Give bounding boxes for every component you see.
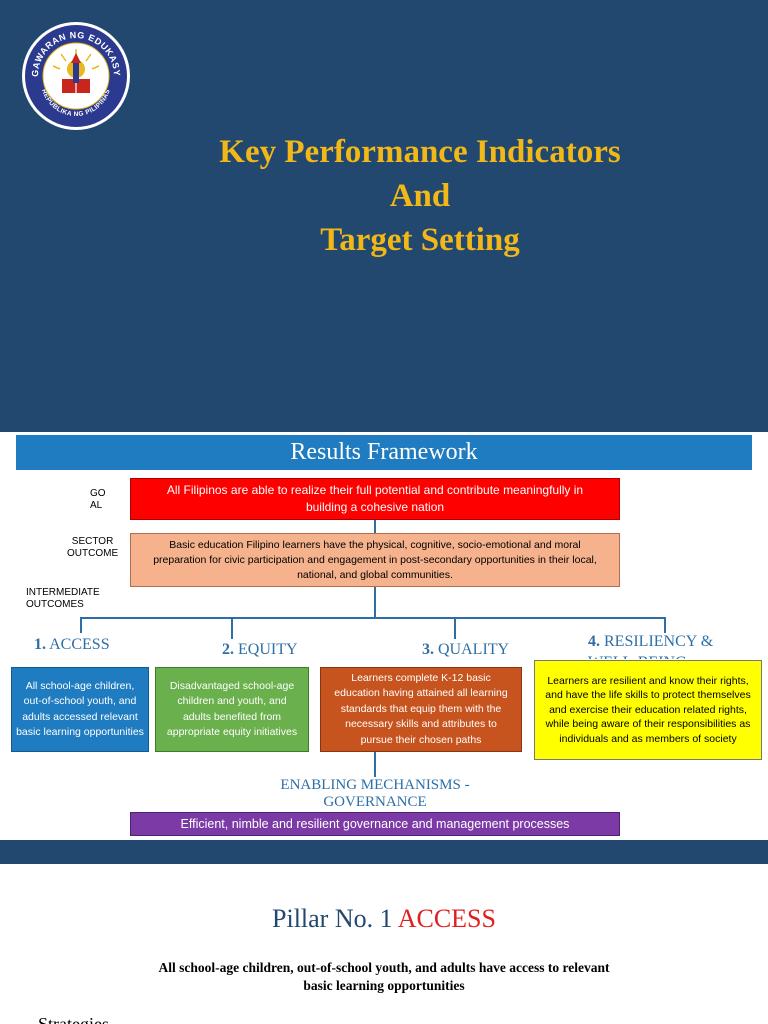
connector-line: [374, 520, 376, 533]
pillar-name: RESILIENCY & WELL-BEING: [588, 633, 714, 659]
pillar-heading-equity: 2. EQUITY: [222, 641, 298, 659]
pillar-heading-resiliency: 4. RESILIENCY & WELL-BEING: [588, 631, 738, 659]
sector-label-text: SECTOR OUTCOME: [67, 536, 119, 559]
connector-line: [374, 587, 376, 618]
pillar-number: 1.: [34, 636, 46, 653]
pillar-box-quality: Learners complete K-12 basic education h…: [320, 667, 522, 752]
intermediate-label-text: INTERMEDIATE OUTCOMES: [26, 587, 100, 610]
connector-line: [231, 617, 233, 639]
pillar-heading-access: 1. ACCESS: [34, 636, 110, 654]
pillar-title-highlight: ACCESS: [397, 904, 496, 933]
slide-divider: [0, 840, 768, 864]
intermediate-outcomes-label: INTERMEDIATE OUTCOMES: [26, 587, 100, 611]
sector-outcome-box: Basic education Filipino learners have t…: [130, 533, 620, 587]
pillar-title-prefix: Pillar No. 1: [272, 904, 393, 933]
pillar-number: 3.: [422, 641, 434, 658]
goal-box: All Filipinos are able to realize their …: [130, 478, 620, 520]
presentation-title: Key Performance Indicators And Target Se…: [150, 130, 690, 262]
sector-outcome-label: SECTOR OUTCOME: [67, 536, 118, 560]
pillar-name: ACCESS: [49, 636, 110, 653]
title-line: Key Performance Indicators: [219, 134, 621, 170]
pillar-title: Pillar No. 1 ACCESS: [0, 904, 768, 934]
title-line: And: [389, 178, 451, 214]
connector-line: [664, 617, 666, 633]
governance-box: Efficient, nimble and resilient governan…: [130, 812, 620, 836]
goal-label-text: GO AL: [90, 488, 106, 511]
pillar-name: QUALITY: [438, 641, 510, 658]
pillar-number: 4.: [588, 633, 600, 650]
pillar-box-access: All school-age children, out-of-school y…: [11, 667, 149, 752]
connector-line: [80, 617, 82, 633]
title-slide: KAGAWARAN NG EDUKASYON REPUBLIKA NG PILI…: [0, 0, 768, 432]
pillar-number: 2.: [222, 641, 234, 658]
connector-line: [374, 752, 376, 777]
pillar-access-slide: Pillar No. 1 ACCESS All school-age child…: [0, 864, 768, 1024]
title-line: Target Setting: [320, 222, 520, 258]
pillar-box-equity: Disadvantaged school-age children and yo…: [155, 667, 309, 752]
pillar-box-resiliency: Learners are resilient and know their ri…: [534, 660, 762, 760]
strategies-heading: Strategies: [38, 1014, 109, 1024]
results-framework-banner: Results Framework: [16, 435, 752, 470]
deped-seal-logo: KAGAWARAN NG EDUKASYON REPUBLIKA NG PILI…: [21, 21, 130, 130]
results-framework-slide: Results Framework GO AL SECTOR OUTCOME I…: [0, 432, 768, 840]
goal-label: GO AL: [90, 488, 106, 512]
enabling-mechanisms-title: ENABLING MECHANISMS - GOVERNANCE: [280, 777, 470, 810]
pillar-description: All school-age children, out-of-school y…: [158, 960, 610, 993]
pillar-name: EQUITY: [238, 641, 298, 658]
connector-line: [80, 617, 666, 619]
pillar-heading-quality: 3. QUALITY: [422, 641, 509, 659]
connector-line: [454, 617, 456, 639]
